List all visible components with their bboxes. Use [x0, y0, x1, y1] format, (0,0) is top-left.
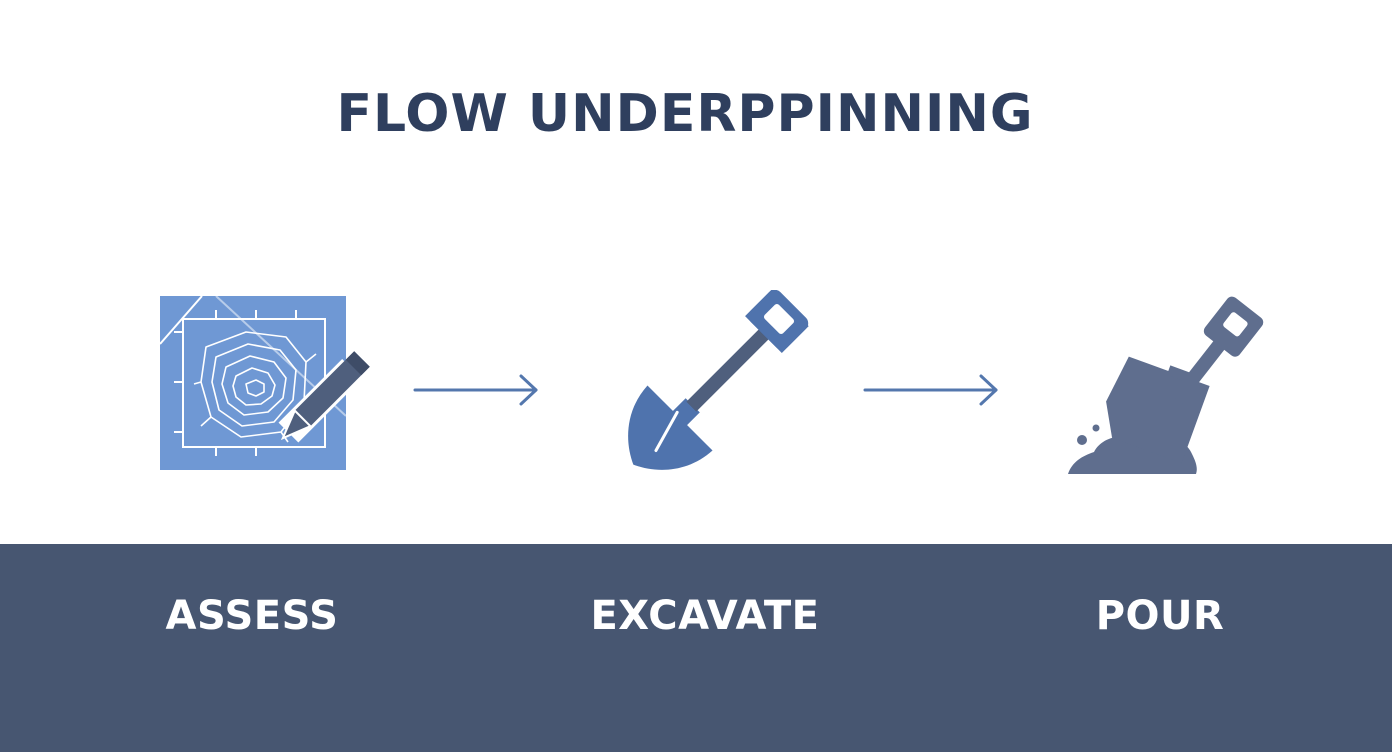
- diagram-title: FLOW UNDERPPINNING: [336, 84, 1034, 144]
- flow-arrow: [412, 374, 542, 406]
- labels-band: [0, 544, 1392, 752]
- step-label-excavate: EXCAVATE: [590, 593, 820, 639]
- shovel-icon: [622, 290, 812, 475]
- shovel-pouring-concrete-icon: [1064, 290, 1264, 480]
- blueprint-pencil-icon: [156, 292, 371, 477]
- step-label-pour: POUR: [1095, 593, 1225, 639]
- step-label-assess: ASSESS: [165, 593, 339, 639]
- flow-arrow: [862, 374, 1002, 406]
